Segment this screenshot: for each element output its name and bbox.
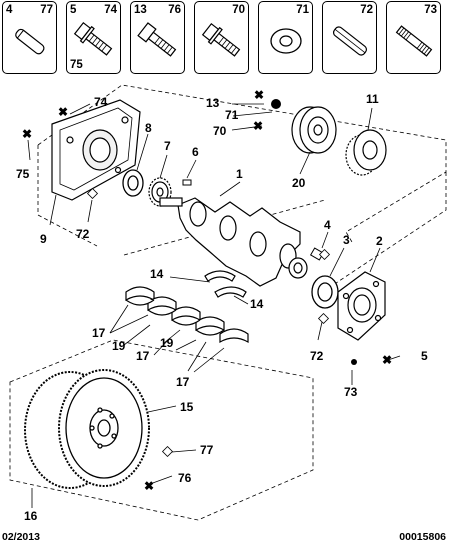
callout-19: 19 — [112, 339, 126, 353]
legend-number: 74 — [104, 4, 117, 16]
rear-seal-housing-9[interactable] — [51, 99, 141, 201]
svg-text:✖: ✖ — [22, 127, 32, 141]
callout-17: 17 — [92, 326, 106, 340]
callout-17: 17 — [136, 349, 150, 363]
callout-3: 3 — [343, 233, 350, 247]
exploded-view-diagram: ✖ ✖ ✖ ✖ ✖ ✖ 74 75 9 72 8 7 6 13 71 70 11… — [9, 84, 447, 523]
callout-77: 77 — [200, 443, 214, 457]
assembly-dashed-frame — [9, 84, 447, 521]
footer-date: 02/2013 — [2, 531, 40, 543]
legend-cell-hex-bolt[interactable]: 13 76 — [130, 1, 185, 74]
stud-marker — [351, 359, 357, 365]
callout-6: 6 — [192, 145, 199, 159]
callout-14: 14 — [150, 267, 164, 281]
legend-number: 13 — [134, 4, 147, 16]
footer-reference: 00015806 — [399, 531, 446, 543]
reference-tags — [86, 187, 331, 458]
flange-screw-icon — [201, 22, 241, 57]
callout-20: 20 — [292, 176, 306, 190]
legend-number: 76 — [168, 4, 181, 16]
key-6[interactable] — [182, 179, 192, 186]
front-seal-housing-2[interactable] — [337, 271, 386, 341]
legend-cell-stud[interactable]: 73 — [386, 1, 441, 74]
legend-number: 75 — [70, 59, 83, 71]
callout-15: 15 — [180, 400, 194, 414]
callout-14: 14 — [250, 297, 264, 311]
svg-text:✖: ✖ — [253, 119, 263, 133]
flange-bolt-icon — [73, 21, 113, 56]
callout-19: 19 — [160, 336, 174, 350]
callout-17: 17 — [176, 375, 190, 389]
sleeve-pin-icon — [332, 26, 368, 56]
callout-72: 72 — [76, 227, 90, 241]
callout-11: 11 — [366, 92, 379, 106]
washer-71[interactable] — [271, 99, 281, 109]
callout-9: 9 — [40, 232, 47, 246]
callout-8: 8 — [145, 121, 152, 135]
callout-7: 7 — [164, 139, 171, 153]
callout-72: 72 — [310, 349, 324, 363]
crankshaft-1[interactable] — [159, 197, 308, 287]
callout-76: 76 — [178, 471, 192, 485]
parts-legend-row: 4 77 5 74 75 13 76 — [0, 0, 450, 77]
timing-sprocket-11[interactable] — [345, 129, 387, 176]
crank-pulley-20[interactable] — [291, 106, 337, 154]
callout-71: 71 — [225, 108, 239, 122]
legend-number: 73 — [424, 4, 437, 16]
legend-number: 4 — [6, 4, 13, 16]
svg-text:✖: ✖ — [254, 88, 264, 102]
bearing-shells[interactable] — [125, 270, 249, 344]
callout-4: 4 — [324, 218, 331, 232]
callout-1: 1 — [236, 167, 243, 181]
callout-74: 74 — [94, 95, 108, 109]
oil-seal-8[interactable] — [122, 169, 144, 197]
oil-seal-3[interactable] — [311, 275, 339, 309]
legend-number: 72 — [360, 4, 373, 16]
legend-number: 71 — [296, 4, 309, 16]
callout-73: 73 — [344, 385, 358, 399]
legend-cell-flange-bolt[interactable]: 5 74 75 — [66, 1, 121, 74]
legend-cell-sleeve-pin[interactable]: 72 — [322, 1, 377, 74]
legend-cell-dowel[interactable]: 4 77 — [2, 1, 57, 74]
dowel-pin-icon — [15, 28, 45, 55]
callout-75: 75 — [16, 167, 30, 181]
flywheel-16[interactable] — [24, 369, 150, 489]
svg-text:✖: ✖ — [382, 353, 392, 367]
callout-70: 70 — [213, 124, 227, 138]
legend-cell-flange-screw[interactable]: 70 — [194, 1, 249, 74]
legend-cell-washer[interactable]: 71 — [258, 1, 313, 74]
callout-13: 13 — [206, 96, 220, 110]
callout-16: 16 — [24, 509, 38, 523]
callout-2: 2 — [376, 234, 383, 248]
washer-icon — [270, 28, 302, 54]
stud-icon — [395, 25, 433, 57]
cross-markers: ✖ ✖ ✖ ✖ ✖ ✖ — [22, 88, 392, 493]
callout-5: 5 — [421, 349, 428, 363]
legend-number: 5 — [70, 4, 77, 16]
hex-bolt-icon — [137, 22, 177, 57]
legend-number: 77 — [40, 4, 53, 16]
leader-lines — [27, 103, 401, 508]
legend-number: 70 — [232, 4, 245, 16]
svg-text:✖: ✖ — [58, 105, 68, 119]
svg-text:✖: ✖ — [144, 479, 154, 493]
